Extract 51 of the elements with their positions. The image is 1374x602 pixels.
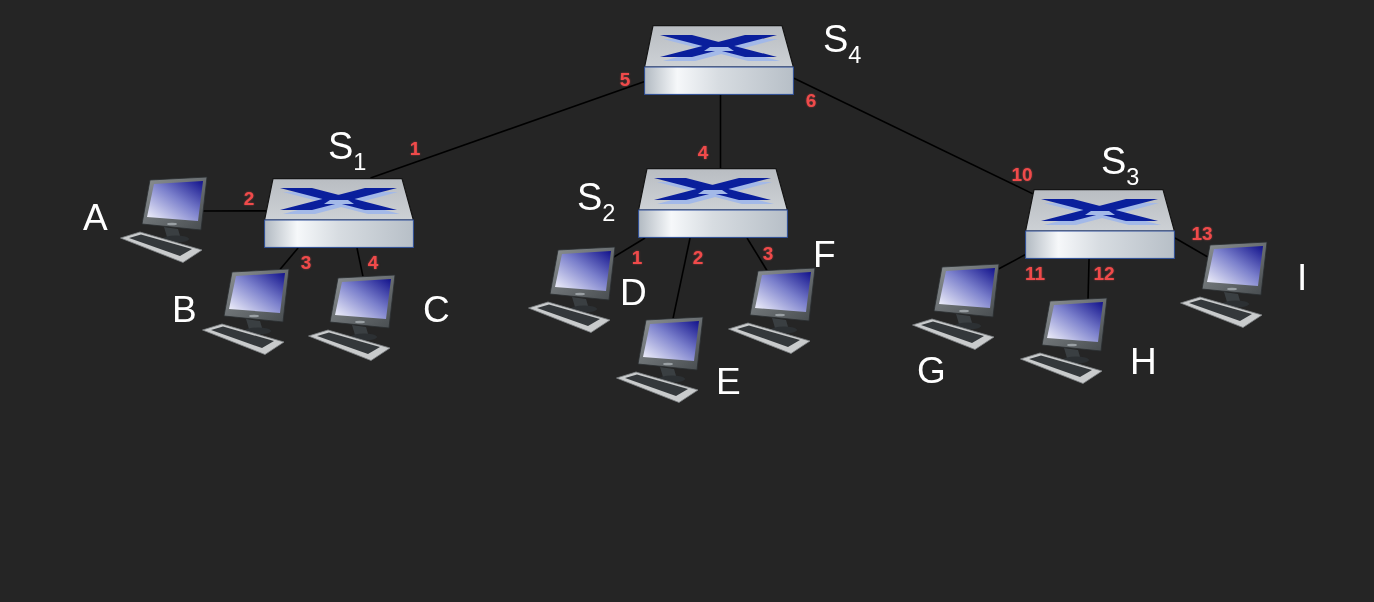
connection-line: [279, 247, 299, 271]
desktop-computer-icon: [728, 267, 816, 354]
network-switch-icon: [638, 168, 788, 238]
port-number: 3: [300, 252, 312, 272]
host-name: C: [423, 291, 450, 328]
host-name: F: [813, 236, 836, 273]
port-number: 1: [631, 247, 643, 267]
connection-line: [672, 237, 691, 320]
host-name: H: [1130, 343, 1157, 380]
connection-line: [1174, 237, 1209, 258]
connection-line: [1087, 258, 1090, 300]
connection-line: [356, 247, 364, 278]
switch-name: S$_{4}$: [823, 20, 862, 68]
port-number: 2: [243, 188, 255, 208]
port-number: 12: [1093, 263, 1115, 283]
port-number: 4: [697, 142, 709, 162]
desktop-computer-icon: [202, 268, 290, 355]
connection-line: [793, 77, 1034, 195]
port-number: 11: [1024, 263, 1046, 283]
desktop-computer-icon: [1020, 297, 1108, 384]
desktop-computer-icon: [1180, 241, 1268, 328]
network-switch-icon: [264, 178, 414, 248]
port-number: 10: [1011, 164, 1033, 184]
host-name: A: [83, 199, 108, 236]
desktop-computer-icon: [308, 274, 396, 361]
connection-line: [997, 254, 1026, 270]
host-name: D: [620, 274, 647, 311]
port-number: 13: [1191, 223, 1213, 243]
port-number: 5: [619, 69, 631, 89]
host-name: G: [917, 352, 946, 389]
port-number: 4: [367, 252, 379, 272]
host-name: E: [716, 363, 741, 400]
connection-line: [369, 80, 645, 179]
switch-name: S$_{3}$: [1101, 142, 1140, 190]
desktop-computer-icon: [120, 176, 208, 263]
switch-name: S$_{2}$: [577, 178, 616, 226]
port-number: 6: [805, 90, 817, 110]
host-name: B: [172, 291, 197, 328]
desktop-computer-icon: [912, 263, 1000, 350]
network-switch-icon: [644, 25, 794, 95]
switch-name: S$_{1}$: [328, 127, 367, 175]
connection-line: [719, 94, 722, 169]
host-name: I: [1297, 259, 1308, 296]
connection-line: [613, 237, 646, 258]
connection-line: [746, 237, 768, 272]
network-switch-icon: [1025, 189, 1175, 259]
port-number: 3: [762, 243, 774, 263]
port-number: 1: [409, 138, 421, 158]
desktop-computer-icon: [528, 246, 616, 333]
desktop-computer-icon: [616, 316, 704, 403]
port-number: 2: [692, 247, 704, 267]
